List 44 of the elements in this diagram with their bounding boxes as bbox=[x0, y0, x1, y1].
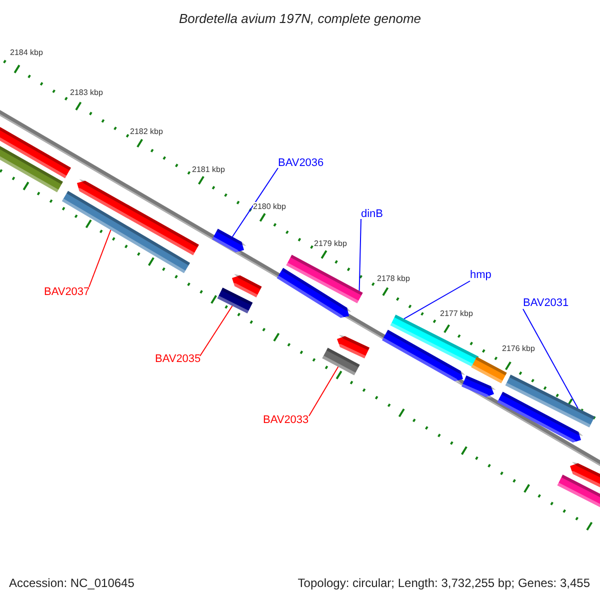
gene-feature bbox=[497, 392, 584, 444]
accession-text: Accession: NC_010645 bbox=[9, 575, 134, 592]
genome-summary-text: Topology: circular; Length: 3,732,255 bp; Genes: 3,455 bbox=[298, 575, 590, 592]
gene-label: BAV2035 bbox=[155, 353, 201, 365]
gene-feature bbox=[471, 356, 507, 384]
gene-label: hmp bbox=[470, 269, 492, 281]
tick-label: 2176 kbp bbox=[502, 344, 535, 354]
leader-line bbox=[308, 366, 339, 416]
tick-label: 2179 kbp bbox=[314, 239, 347, 249]
leader-line bbox=[522, 308, 578, 409]
leader-line bbox=[232, 168, 278, 238]
gene-feature bbox=[276, 268, 352, 320]
tick-label: 2177 kbp bbox=[440, 309, 473, 319]
gene-feature bbox=[505, 374, 595, 428]
tick-label: 2178 kbp bbox=[377, 274, 410, 284]
gene-label: BAV2036 bbox=[278, 157, 324, 169]
gene-feature bbox=[568, 462, 600, 488]
gene-feature bbox=[0, 144, 63, 192]
gene-label: BAV2033 bbox=[263, 414, 309, 426]
tick-label: 2184 kbp bbox=[10, 48, 43, 58]
tick-label: 2182 kbp bbox=[130, 127, 163, 137]
gene-label: BAV2037 bbox=[44, 286, 90, 298]
gene-feature bbox=[74, 179, 199, 256]
leader-line bbox=[358, 218, 362, 292]
gene-label: dinB bbox=[361, 208, 384, 220]
gene-feature bbox=[462, 376, 496, 398]
leader-line bbox=[404, 280, 470, 320]
gene-label: BAV2031 bbox=[523, 297, 569, 309]
gene-feature bbox=[322, 348, 360, 376]
tick-label: 2181 kbp bbox=[192, 165, 225, 175]
gene-feature bbox=[230, 274, 262, 298]
gene-feature bbox=[557, 474, 600, 508]
tick-label: 2183 kbp bbox=[70, 88, 103, 98]
gene-feature bbox=[62, 190, 190, 274]
leader-line bbox=[88, 229, 112, 288]
gene-feature bbox=[217, 288, 253, 314]
gene-feature bbox=[382, 330, 466, 383]
leader-line bbox=[200, 305, 233, 356]
tick-label: 2180 kbp bbox=[253, 202, 286, 212]
gene-feature bbox=[335, 334, 370, 358]
gene-feature bbox=[212, 228, 246, 254]
diagram-title: Bordetella avium 197N, complete genome bbox=[178, 10, 422, 28]
gene-feature bbox=[286, 254, 363, 304]
gene-feature bbox=[0, 126, 71, 178]
